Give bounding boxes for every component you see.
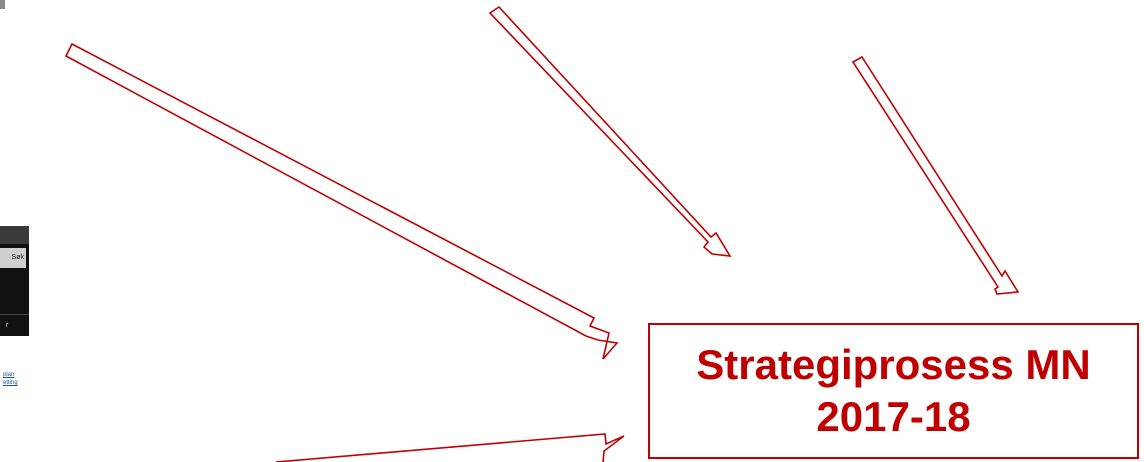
cropped-link-fragment: plan <box>3 372 15 378</box>
cropped-header-bar <box>0 226 29 244</box>
arrow-top-center <box>488 5 732 257</box>
cropped-text-fragment: r <box>6 322 9 329</box>
divider <box>0 314 29 315</box>
arrow-top-right <box>851 55 1020 295</box>
title-line-1: Strategiprosess MN <box>696 341 1091 388</box>
arrow-bottom <box>275 433 625 462</box>
cropped-link-fragment: etting <box>3 380 18 386</box>
cropped-screenshot-dark-panel: Søk r <box>0 226 29 336</box>
search-button-fragment: Søk <box>0 248 26 268</box>
title-box: Strategiprosess MN 2017-18 <box>648 323 1139 459</box>
arrow-top-left <box>64 42 619 360</box>
title-line-2: 2017-18 <box>816 393 971 440</box>
cropped-screenshot-fragment <box>0 0 5 9</box>
